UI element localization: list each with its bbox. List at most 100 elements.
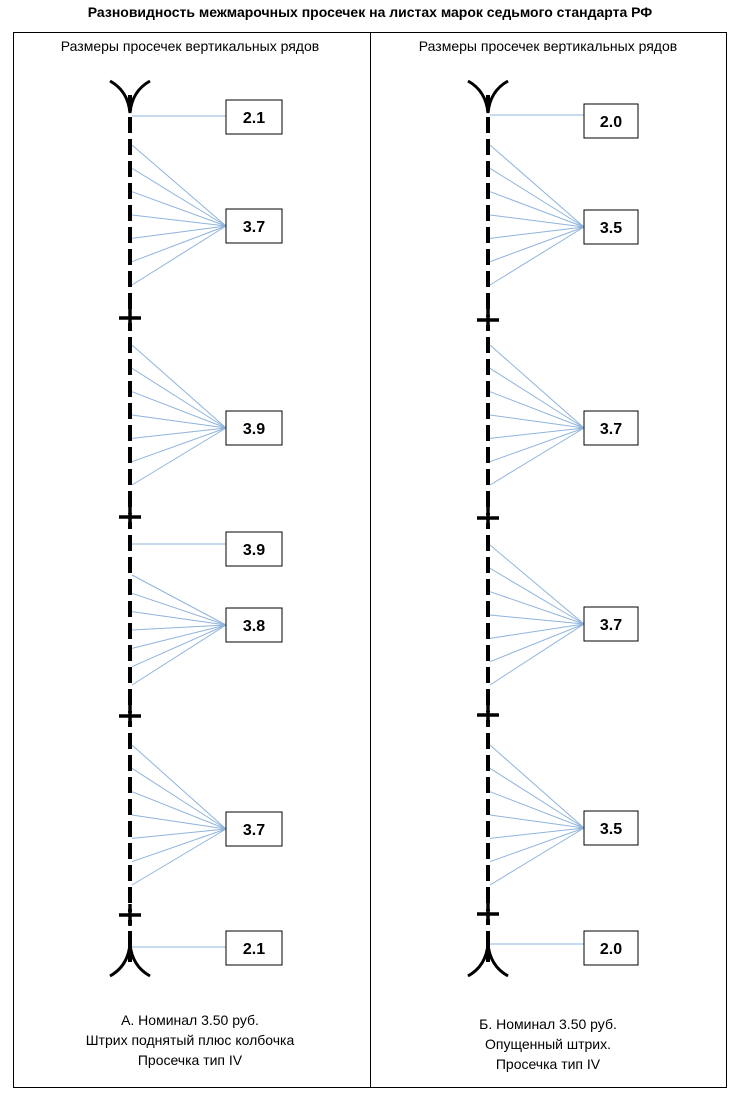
value-label: 3.7 [600, 617, 622, 634]
column-b-diagram: 2.0 3.5 3.7 3.7 3.5 2.0 [467, 79, 639, 978]
value-box [225, 930, 283, 966]
leader-line [131, 814, 227, 830]
caption-line: А. Номинал 3.50 руб. [121, 1012, 259, 1028]
value-box [583, 209, 639, 245]
value-label: 2.1 [243, 110, 265, 127]
leader-line [131, 767, 227, 830]
leader-line [489, 391, 585, 429]
value-box [583, 810, 639, 846]
leader-line [131, 391, 227, 429]
value-label: 3.8 [243, 618, 265, 635]
leader-line [131, 427, 227, 463]
column-a-diagram: 2.1 3.7 3.9 3.9 3.8 3.7 2.1 [109, 79, 283, 978]
leader-line [131, 414, 227, 429]
column-divider [370, 32, 371, 1088]
leader-line [489, 427, 585, 463]
top-bracket [109, 79, 151, 114]
leader-line [131, 828, 227, 863]
leader-line [489, 226, 585, 263]
caption-line: Штрих поднятый плюс колбочка [85, 1032, 295, 1048]
value-label: 2.1 [243, 941, 265, 958]
leader-line [131, 225, 227, 286]
leader-line [131, 144, 227, 227]
leader-line [131, 225, 227, 239]
column-a-caption: А. Номинал 3.50 руб. Штрих поднятый плюс… [20, 1010, 360, 1070]
column-a-header: Размеры просечек вертикальных рядов [60, 38, 320, 54]
value-box [225, 811, 283, 847]
leader-line [131, 624, 227, 649]
leader-line [489, 427, 585, 486]
leader-line [489, 623, 585, 663]
leader-line [131, 225, 227, 263]
leader-line [489, 567, 585, 625]
caption-line: Просечка тип IV [137, 1052, 243, 1068]
column-b-caption: Б. Номинал 3.50 руб. Опущенный штрих. Пр… [378, 1014, 718, 1074]
leader-line [489, 591, 585, 625]
value-box [583, 103, 639, 139]
value-label: 3.5 [600, 220, 622, 237]
leader-line [489, 226, 585, 239]
leader-line [131, 828, 227, 886]
value-box [583, 606, 639, 642]
value-box [583, 930, 639, 966]
leader-line [131, 624, 227, 631]
leader-line [489, 191, 585, 228]
leader-line [489, 614, 585, 625]
leader-line [131, 624, 227, 686]
value-label: 3.7 [243, 822, 265, 839]
bottom-bracket [467, 943, 509, 978]
leader-line [489, 827, 585, 863]
leader-line [489, 226, 585, 286]
leader-line [131, 611, 227, 626]
column-b-header: Размеры просечек вертикальных рядов [418, 38, 678, 54]
leader-line [131, 744, 227, 830]
leader-line [131, 167, 227, 227]
leader-line [131, 344, 227, 429]
leader-line [489, 791, 585, 829]
leader-line [489, 144, 585, 228]
value-box [225, 99, 283, 135]
leader-line [489, 744, 585, 829]
value-label: 3.7 [600, 421, 622, 438]
leader-line [131, 427, 227, 486]
bottom-bracket [109, 943, 151, 978]
diagram-title: Разновидность межмарочных просечек на ли… [87, 4, 653, 20]
value-label: 3.9 [243, 542, 265, 559]
caption-line: Опущенный штрих. [485, 1036, 611, 1052]
value-label: 3.9 [243, 421, 265, 438]
leader-line [131, 574, 227, 626]
value-box [583, 410, 639, 446]
leader-line [489, 827, 585, 886]
value-box [225, 410, 283, 446]
value-box [225, 607, 283, 643]
leader-line [131, 624, 227, 668]
caption-line: Просечка тип IV [495, 1056, 601, 1072]
leader-line [489, 427, 585, 439]
leader-line [489, 623, 585, 686]
value-box [225, 531, 283, 567]
value-label: 2.0 [600, 114, 622, 131]
leader-line [489, 367, 585, 429]
leader-line [131, 592, 227, 626]
leader-line [131, 214, 227, 227]
leader-line [131, 427, 227, 439]
caption-line: Б. Номинал 3.50 руб. [479, 1016, 617, 1032]
leader-line [489, 623, 585, 639]
value-label: 3.7 [243, 219, 265, 236]
value-label: 3.5 [600, 821, 622, 838]
leader-line [489, 767, 585, 829]
leader-line [131, 791, 227, 830]
leader-line [489, 214, 585, 228]
leader-line [489, 414, 585, 429]
leader-line [131, 367, 227, 429]
leader-line [489, 814, 585, 829]
top-bracket [467, 79, 509, 114]
leader-line [131, 828, 227, 839]
value-label: 2.0 [600, 941, 622, 958]
leader-line [489, 167, 585, 228]
value-box [225, 208, 283, 244]
leader-line [489, 344, 585, 429]
leader-line [131, 191, 227, 227]
leader-line [489, 544, 585, 625]
